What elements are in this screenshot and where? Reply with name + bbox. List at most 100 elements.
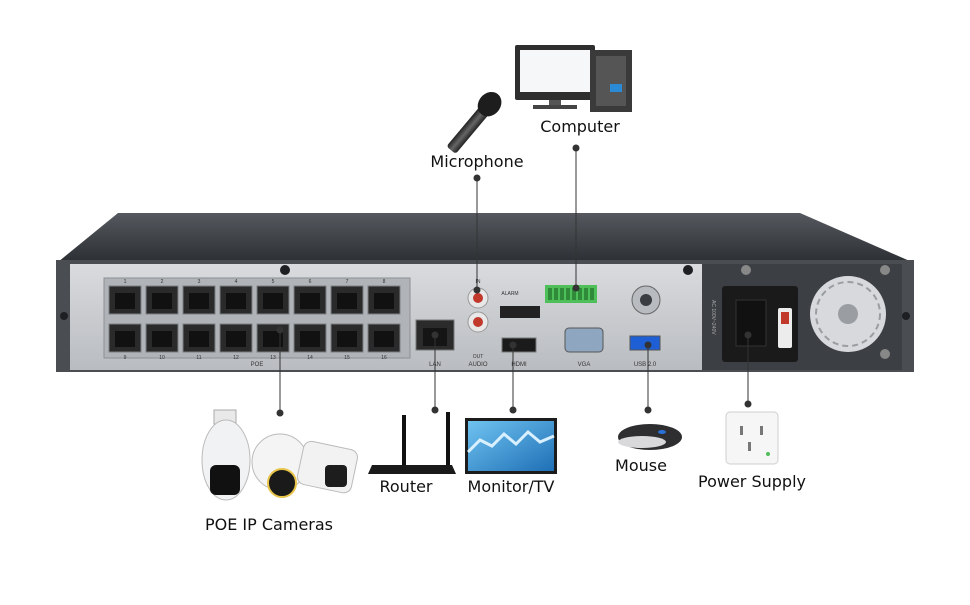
bullet-camera-face xyxy=(325,465,347,487)
poe-port-socket xyxy=(115,293,135,309)
hdmi-label: HDMI xyxy=(511,362,527,368)
poe-port-number: 6 xyxy=(309,279,312,285)
poe-port-number: 16 xyxy=(381,355,387,361)
voltage-label: AC 100V~240V xyxy=(710,300,716,335)
outlet-slot xyxy=(760,426,763,435)
usb-label: USB 2.0 xyxy=(634,362,657,368)
poe-port-number: 2 xyxy=(161,279,164,285)
connection-dot xyxy=(644,341,652,349)
poe-port-socket xyxy=(226,293,246,309)
poe-port-number: 11 xyxy=(196,355,201,361)
label-microphone: Microphone xyxy=(430,152,524,171)
poe-port-socket xyxy=(189,331,209,347)
connection-dot xyxy=(509,341,517,349)
nvr-top-cover xyxy=(58,213,912,262)
alarm-terminal xyxy=(545,285,597,303)
ptz-camera-lens xyxy=(210,465,240,495)
poe-port-socket xyxy=(189,293,209,309)
bnc-connector-core xyxy=(640,294,652,306)
poe-port-number: 10 xyxy=(159,355,165,361)
label-monitor-tv: Monitor/TV xyxy=(467,477,555,496)
dome-camera-lens-ring xyxy=(267,468,297,498)
router-body xyxy=(368,465,456,474)
pc-tower-light xyxy=(610,84,622,92)
screw-icon xyxy=(683,265,693,275)
connection-dot xyxy=(473,286,481,294)
outlet-slot xyxy=(748,442,751,451)
alarm-pins xyxy=(548,288,594,300)
audio-in-label: IN xyxy=(476,279,481,285)
alarm-pin xyxy=(572,288,576,300)
microphone-icon xyxy=(447,91,502,153)
alarm-pin xyxy=(566,288,570,300)
power-socket-inner xyxy=(735,299,767,347)
audio-out-label: OUT xyxy=(473,354,484,360)
poe-port-number: 3 xyxy=(198,279,201,285)
screw-icon xyxy=(741,265,751,275)
poe-port-socket xyxy=(374,293,394,309)
power-outlet-icon xyxy=(725,411,779,465)
poe-port-socket xyxy=(337,293,357,309)
poe-port-number: 12 xyxy=(233,355,239,361)
connection-lines xyxy=(276,144,752,417)
alarm-pin xyxy=(584,288,588,300)
poe-port-socket xyxy=(337,331,357,347)
connection-dot xyxy=(572,144,580,152)
pc-tower-front xyxy=(596,56,626,106)
poe-port-socket xyxy=(300,331,320,347)
router-antenna xyxy=(446,412,450,467)
screw-icon xyxy=(60,312,68,320)
poe-ports xyxy=(108,285,401,353)
alarm-label: ALARM xyxy=(501,291,518,297)
alarm-pin xyxy=(548,288,552,300)
label-poe-ip-cameras: POE IP Cameras xyxy=(204,515,334,534)
hdmi-logo xyxy=(500,306,540,318)
vga-port xyxy=(564,327,604,353)
label-router: Router xyxy=(379,477,433,496)
monitor-base xyxy=(533,105,577,109)
computer-device xyxy=(515,45,632,112)
monitor-screen-inner xyxy=(520,50,590,92)
poe-port-number: 9 xyxy=(124,355,127,361)
tv-screen xyxy=(468,421,554,471)
poe-port-number: 15 xyxy=(344,355,350,361)
audio-out-jack-core xyxy=(473,317,483,327)
dome-camera-lens xyxy=(268,469,296,497)
poe-port-socket xyxy=(226,331,246,347)
tv-screen-wave xyxy=(466,429,555,454)
poe-port-socket xyxy=(152,293,172,309)
ip-cameras xyxy=(201,409,358,501)
poe-port-socket xyxy=(115,331,135,347)
mouse-wheel xyxy=(658,430,666,434)
connection-dot xyxy=(644,406,652,414)
poe-port-numbers-bottom: 9 10 11 12 13 14 15 16 xyxy=(124,355,387,361)
router-antenna xyxy=(402,415,406,465)
power-switch-toggle xyxy=(781,312,789,324)
outlet-plate xyxy=(725,411,779,465)
microphone-handle xyxy=(447,107,488,153)
connection-dot xyxy=(572,284,580,292)
poe-port-number: 5 xyxy=(272,279,275,285)
poe-port-socket xyxy=(152,331,172,347)
poe-port-number: 14 xyxy=(307,355,313,361)
screw-icon xyxy=(880,349,890,359)
screw-icon xyxy=(902,312,910,320)
screw-icon xyxy=(280,265,290,275)
label-computer: Computer xyxy=(540,117,620,136)
hdmi-port xyxy=(501,337,537,353)
poe-port-number: 1 xyxy=(124,279,127,285)
connection-dot xyxy=(473,174,481,182)
poe-port-number: 7 xyxy=(346,279,349,285)
connection-dot xyxy=(509,406,517,414)
label-mouse: Mouse xyxy=(615,456,667,475)
poe-port-number: 13 xyxy=(270,355,276,361)
poe-port-socket xyxy=(374,331,394,347)
alarm-pin xyxy=(578,288,582,300)
audio-in-jack-core xyxy=(473,293,483,303)
alarm-pin xyxy=(590,288,594,300)
connection-dot xyxy=(276,409,284,417)
microphone-head xyxy=(477,91,502,117)
